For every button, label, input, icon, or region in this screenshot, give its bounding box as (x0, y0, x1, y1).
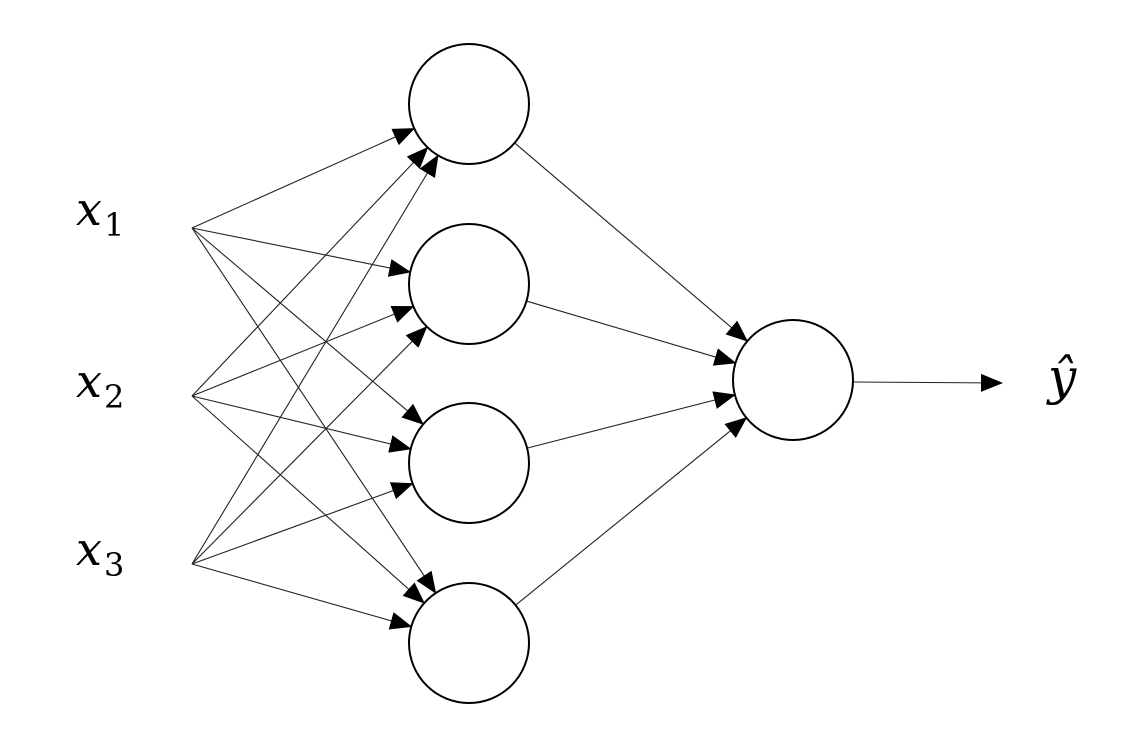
hidden-node-4 (408, 582, 530, 704)
edge-h1-out (514, 142, 749, 342)
edge-x2-h2 (191, 305, 415, 397)
edge-x2-h3 (191, 395, 412, 453)
edge-x3-h2 (191, 325, 428, 565)
edge-h4-out (515, 417, 748, 606)
edge-h3-out (526, 391, 736, 449)
edge-x1-h3 (191, 227, 425, 425)
input-var: x (76, 522, 102, 576)
input-label-x1: x1 (76, 186, 124, 241)
hidden-node-2 (408, 223, 530, 345)
input-var: x (76, 354, 102, 408)
edge-x1-h1 (191, 128, 416, 229)
edge-x3-h4 (191, 563, 413, 630)
edge-x2-h1 (191, 146, 429, 397)
input-label-x3: x3 (76, 526, 124, 581)
edge-out-yhat (852, 373, 1003, 392)
output-label-yhat: ŷ (1048, 348, 1077, 406)
input-subscript: 2 (103, 378, 125, 417)
edge-x3-h3 (191, 482, 414, 565)
hidden-node-1 (408, 43, 530, 165)
output-node (732, 319, 854, 441)
neurons-group (408, 43, 854, 704)
edge-x2-h4 (191, 395, 425, 604)
edge-x1-h4 (191, 227, 437, 594)
edge-h2-out (526, 300, 737, 366)
input-subscript: 1 (103, 206, 125, 245)
hidden-node-3 (408, 402, 530, 524)
input-subscript: 3 (103, 546, 125, 585)
input-label-x2: x2 (76, 358, 124, 413)
connections-group (191, 128, 1003, 630)
input-var: x (76, 182, 102, 236)
edge-x1-h2 (191, 227, 412, 277)
edge-x3-h1 (191, 154, 439, 565)
